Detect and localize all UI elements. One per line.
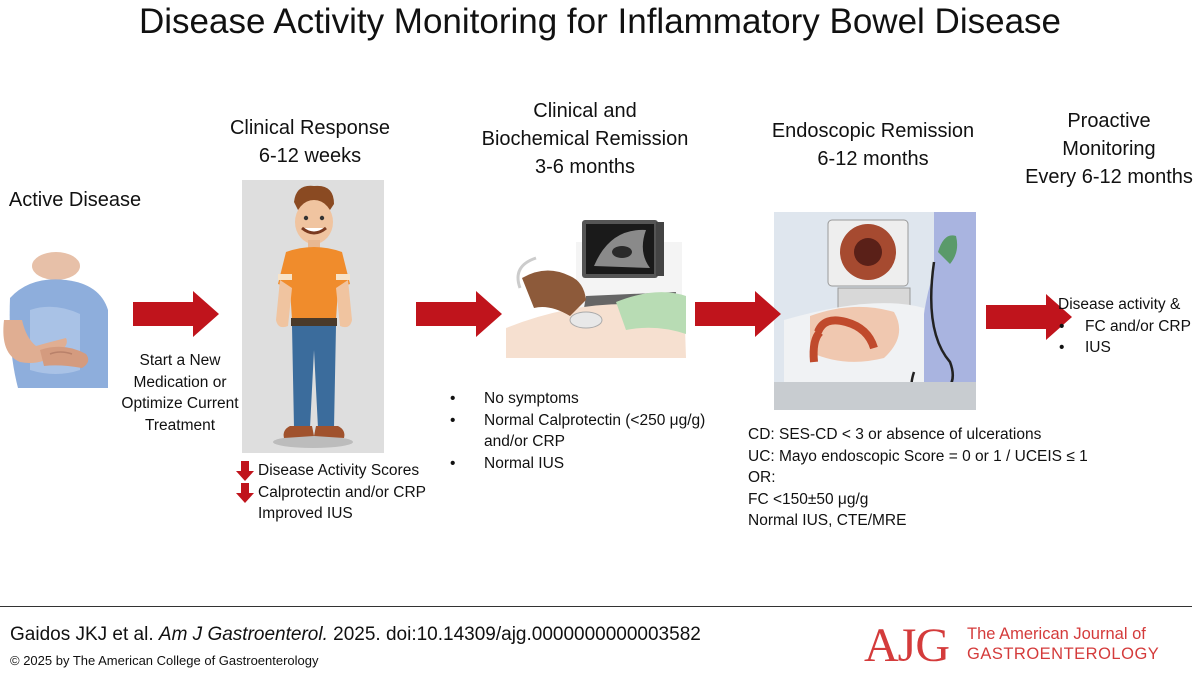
- arrow-right-icon: [986, 294, 1072, 340]
- treatment-line3: Optimize Current: [121, 395, 239, 412]
- arrow-right-icon: [416, 291, 502, 337]
- arrow-down-icon: [236, 461, 254, 481]
- treatment-line1: Start a New: [139, 352, 221, 369]
- citation-authors: Gaidos JKJ et al.: [10, 624, 159, 645]
- proactive-note-2: IUS: [1057, 337, 1191, 359]
- footer-divider: [0, 606, 1192, 607]
- endoscopic-note-4: FC <150±50 μg/g: [748, 490, 869, 508]
- response-note-1: Disease Activity Scores: [236, 460, 426, 482]
- stage-remission-line1: Clinical and: [533, 100, 637, 122]
- stage-proactive-line3: Every 6-12 months: [1025, 166, 1193, 188]
- endoscopic-notes: CD: SES-CD < 3 or absence of ulcerations…: [748, 424, 1088, 532]
- stage-proactive-line1: Proactive: [1067, 110, 1151, 132]
- citation-doi: 2025. doi:10.14309/ajg.0000000000003582: [327, 624, 701, 645]
- endoscopy-illustration: [774, 212, 976, 410]
- arrow-right-icon: [695, 291, 781, 337]
- treatment-text: Start a New Medication or Optimize Curre…: [120, 350, 240, 436]
- stage-proactive-line2: Monitoring: [1062, 138, 1156, 160]
- stage-proactive-monitoring: Proactive Monitoring Every 6-12 months: [1018, 107, 1200, 191]
- remission-note-1: No symptoms: [448, 388, 705, 410]
- patient-illustration: [3, 252, 109, 388]
- remission-note-2b: and/or CRP: [484, 433, 565, 450]
- response-note-2-text: Calprotectin and/or CRP: [258, 483, 426, 501]
- copyright: © 2025 by The American College of Gastro…: [10, 653, 319, 668]
- stage-biochemical-remission: Clinical and Biochemical Remission 3-6 m…: [464, 97, 706, 181]
- remission-note-2a: Normal Calprotectin (<250 μg/g): [484, 411, 706, 429]
- arrow-right-icon: [133, 291, 219, 337]
- proactive-note-1: FC and/or CRP: [1057, 316, 1191, 338]
- journal-name-line2: GASTROENTEROLOGY: [967, 645, 1160, 663]
- stage-remission-line2: Biochemical Remission: [481, 128, 689, 150]
- remission-notes: No symptoms Normal Calprotectin (<250 μg…: [448, 388, 705, 474]
- page-title: Disease Activity Monitoring for Inflamma…: [138, 2, 1061, 41]
- ultrasound-illustration: [506, 220, 686, 358]
- stage-endoscopic-line2: 6-12 months: [817, 148, 929, 170]
- response-note-1-text: Disease Activity Scores: [258, 462, 420, 479]
- smiling-man-illustration: [242, 180, 384, 453]
- stage-active-disease: Active Disease: [0, 186, 150, 214]
- arrow-down-icon: [236, 482, 254, 503]
- stage-response-line1: Clinical Response: [229, 117, 391, 139]
- endoscopic-note-3: OR:: [748, 469, 776, 486]
- endoscopic-note-1: CD: SES-CD < 3 or absence of ulcerations: [748, 426, 1042, 443]
- citation-journal: Am J Gastroenterol.: [158, 624, 328, 645]
- journal-name: The American Journal of GASTROENTEROLOGY: [967, 624, 1159, 664]
- proactive-notes: Disease activity & FC and/or CRP IUS: [1058, 294, 1191, 359]
- stage-remission-line3: 3-6 months: [534, 156, 636, 178]
- citation: Gaidos JKJ et al. Am J Gastroenterol. 20…: [10, 624, 701, 646]
- proactive-heading: Disease activity &: [1058, 296, 1181, 313]
- stage-clinical-response: Clinical Response 6-12 weeks: [224, 114, 396, 170]
- ajg-logo: AJG: [864, 619, 950, 672]
- treatment-line4: Treatment: [144, 416, 216, 434]
- endoscopic-note-2: UC: Mayo endoscopic Score = 0 or 1 / UCE…: [748, 447, 1088, 465]
- endoscopic-note-5: Normal IUS, CTE/MRE: [748, 512, 907, 529]
- response-note-3: Improved IUS: [258, 505, 353, 522]
- stage-response-line2: 6-12 weeks: [258, 145, 362, 167]
- stage-active-label: Active Disease: [8, 189, 142, 211]
- stage-endoscopic-line1: Endoscopic Remission: [771, 120, 975, 142]
- treatment-line2: Medication or: [133, 373, 227, 391]
- stage-endoscopic-remission: Endoscopic Remission 6-12 months: [760, 117, 986, 173]
- journal-name-line1: The American Journal of: [967, 625, 1146, 643]
- proactive-list: FC and/or CRP IUS: [1057, 316, 1191, 359]
- remission-note-3: Normal IUS: [448, 453, 705, 475]
- response-note-2: Calprotectin and/or CRP: [236, 482, 426, 504]
- remission-note-2: Normal Calprotectin (<250 μg/g) and/or C…: [448, 410, 705, 453]
- response-notes: Disease Activity Scores Calprotectin and…: [236, 460, 426, 525]
